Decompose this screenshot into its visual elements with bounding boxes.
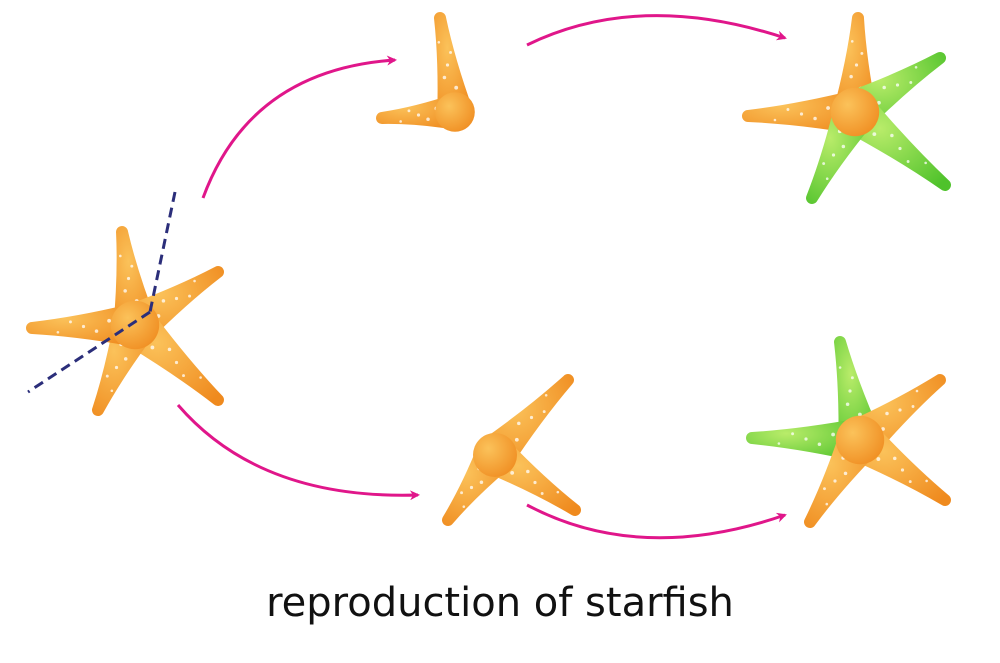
cut-line-upper <box>148 191 177 313</box>
arrow-to-top-fragment <box>201 55 397 199</box>
regenerated-star-bottom <box>746 336 951 528</box>
arrows-group <box>176 14 787 540</box>
fragment-top <box>376 11 475 132</box>
starfish-arm <box>434 11 473 115</box>
starfish-arm <box>376 94 457 130</box>
starfish-center <box>435 92 475 132</box>
starfish-center <box>830 87 880 137</box>
starfish-arm <box>742 90 856 134</box>
starfish-center <box>473 433 517 477</box>
cut-lines-group <box>27 191 177 394</box>
arrow-to-bottom-regrowth <box>526 503 787 540</box>
starfish-arm <box>746 418 861 462</box>
starfish-group <box>25 11 951 528</box>
arrow-to-bottom-fragment <box>176 404 420 501</box>
cut-line-lower <box>27 310 151 394</box>
diagram-caption: reproduction of starfish <box>266 580 734 626</box>
parent-starfish <box>25 226 225 416</box>
starfish-center <box>835 415 885 465</box>
regenerated-star-top <box>742 12 951 204</box>
arrow-to-top-regrowth <box>526 14 787 47</box>
fragment-bottom <box>442 374 581 526</box>
starfish-arm <box>25 303 136 347</box>
